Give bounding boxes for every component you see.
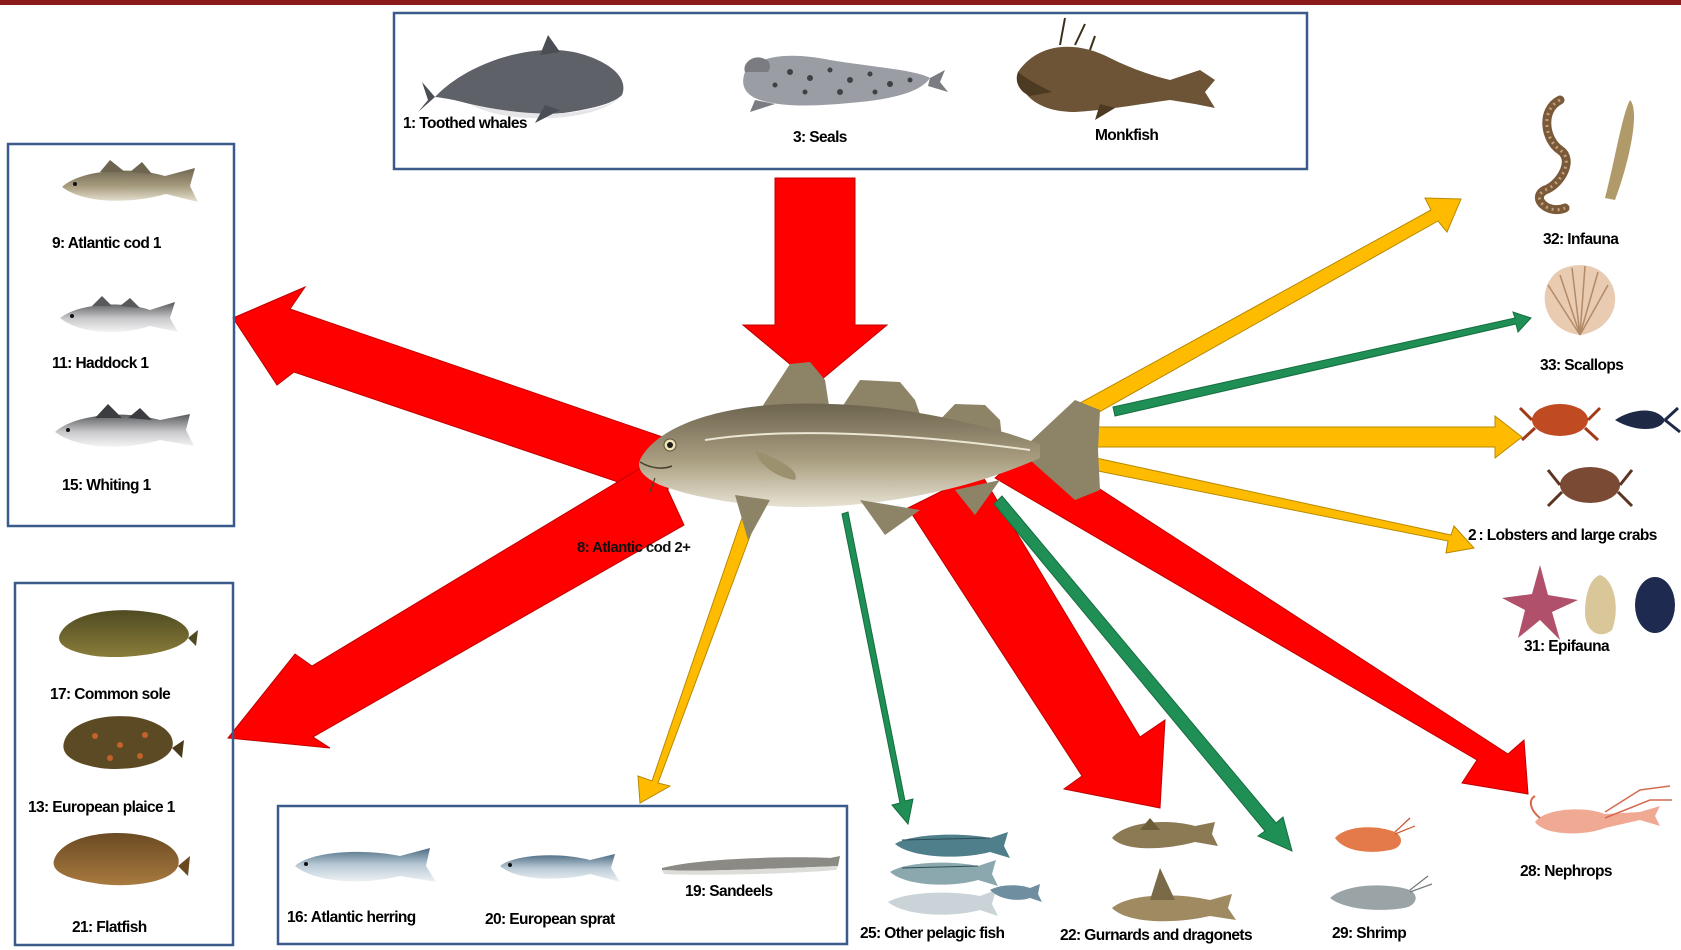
starfish-whelk-mussel-illustration (1502, 565, 1675, 640)
plaice-illustration (63, 716, 184, 769)
prey-label-29: 29: Shrimp (1332, 925, 1406, 942)
shrimp-illustration (1330, 818, 1432, 910)
arrow-cod-to-other-pelagic (842, 512, 913, 824)
mackerel-group-illustration (888, 832, 1042, 916)
arrow-cod-to-infauna (1071, 198, 1461, 420)
juvenile-label-15: 15: Whiting 1 (62, 477, 152, 494)
pelagic-label-20: 20: European sprat (485, 911, 615, 928)
sprat-illustration (500, 854, 620, 882)
prey-label-28: 28: Nephrops (1520, 863, 1612, 880)
arrow-cod-to-small-pelagics (638, 515, 756, 803)
prey-label-33: 33: Scallops (1540, 357, 1623, 374)
scallop-illustration (1545, 265, 1615, 335)
flatfish-label-13: 13: European plaice 1 (28, 799, 176, 816)
atlantic-cod-illustration (639, 362, 1100, 540)
predator-label-1: 1: Toothed whales (403, 115, 527, 132)
arrow-predators-to-cod (743, 178, 887, 385)
prey-label-32: 32: Infauna (1543, 231, 1619, 248)
prey-label-lobsters-crabs: 2 : Lobsters and large crabs (1468, 527, 1657, 544)
monkfish-illustration (1017, 18, 1215, 120)
sandeel-illustration (662, 856, 840, 875)
juvenile-label-9: 9: Atlantic cod 1 (52, 235, 162, 252)
arrow-cod-to-flatfish (228, 460, 684, 748)
worm-razor-clam-illustration (1539, 100, 1634, 210)
arrow-cod-to-juvenile-fish (233, 287, 683, 498)
pelagic-label-19: 19: Sandeels (685, 883, 773, 900)
juvenile-label-11: 11: Haddock 1 (52, 355, 149, 372)
prey-label-22: 22: Gurnards and dragonets (1060, 927, 1252, 944)
gurnard-illustration (1112, 818, 1236, 921)
crab-lobster-illustration (1520, 404, 1680, 506)
cod-illustration (62, 160, 198, 202)
whiting-illustration (55, 404, 194, 447)
haddock-illustration (60, 296, 178, 332)
seal-illustration (743, 56, 948, 112)
juvenile-fish-box (8, 144, 234, 526)
pelagic-label-16: 16: Atlantic herring (287, 909, 416, 926)
flatfish-illustration (54, 833, 190, 885)
sole-illustration (59, 610, 198, 657)
herring-illustration (295, 848, 436, 882)
predator-label-3: 3: Seals (793, 129, 847, 146)
prey-label-31: 31: Epifauna (1524, 638, 1610, 655)
prey-label-25: 25: Other pelagic fish (860, 925, 1005, 942)
nephrops-illustration (1531, 786, 1672, 833)
arrow-cod-to-lobsters-crabs (1090, 416, 1522, 458)
flatfish-label-17: 17: Common sole (50, 686, 171, 703)
center-label: 8: Atlantic cod 2+ (577, 539, 691, 556)
porpoise-illustration (418, 35, 623, 123)
flatfish-label-21: 21: Flatfish (72, 919, 147, 936)
predator-label-monkfish: Monkfish (1095, 127, 1158, 144)
